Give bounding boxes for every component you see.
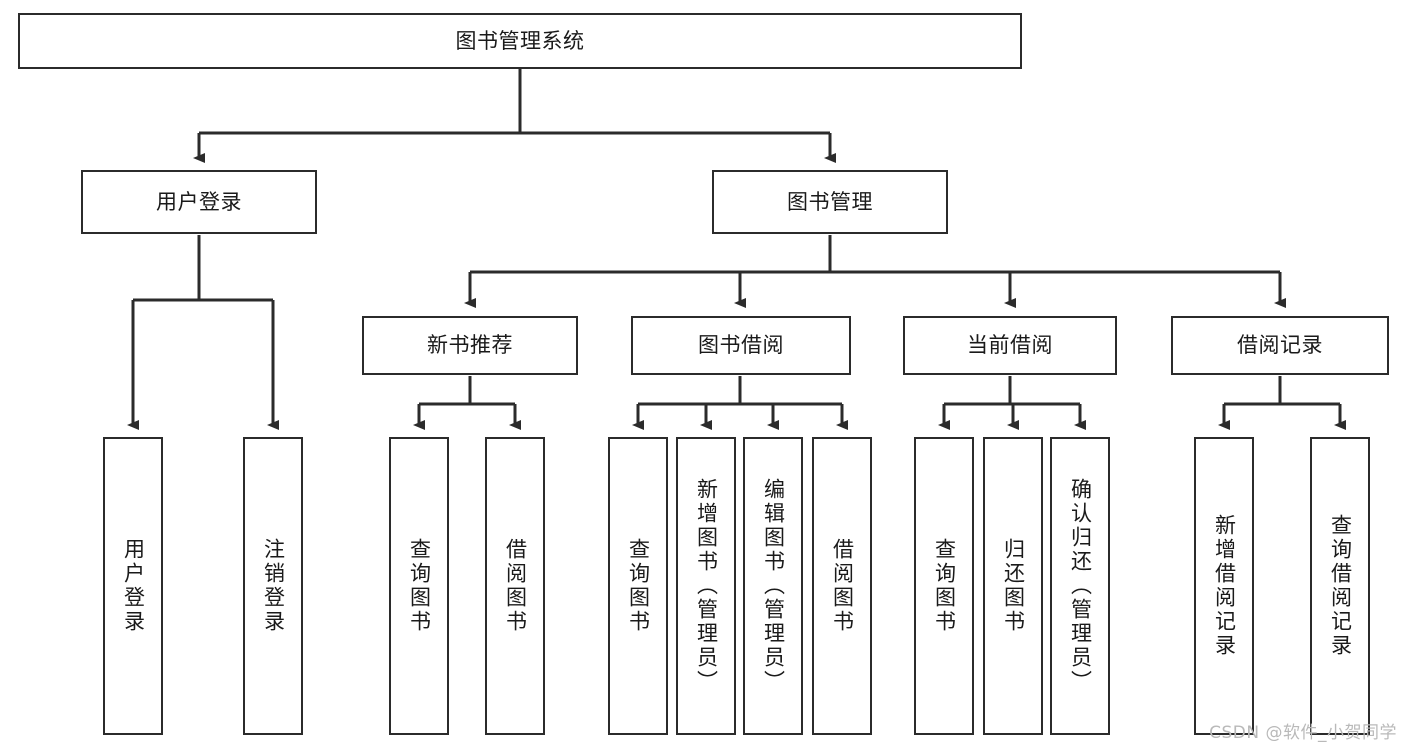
leaf-user-login-logout[interactable]: 注销登录 [243, 437, 303, 735]
leaf-record-query-record-label: 查询借阅记录 [1328, 514, 1353, 658]
leaf-record-add-record-label: 新增借阅记录 [1212, 514, 1237, 658]
leaf-current-return-book-label: 归还图书 [1001, 538, 1026, 634]
node-new-book-recommend[interactable]: 新书推荐 [362, 316, 578, 375]
leaf-borrow-query-book[interactable]: 查询图书 [608, 437, 668, 735]
node-borrow-record[interactable]: 借阅记录 [1171, 316, 1389, 375]
leaf-user-login-login[interactable]: 用户登录 [103, 437, 163, 735]
leaf-record-query-record[interactable]: 查询借阅记录 [1310, 437, 1370, 735]
node-root[interactable]: 图书管理系统 [18, 13, 1022, 69]
node-book-management-label: 图书管理 [787, 189, 873, 214]
leaf-borrow-borrow-book-label: 借阅图书 [830, 538, 855, 634]
leaf-current-query-book[interactable]: 查询图书 [914, 437, 974, 735]
leaf-borrow-borrow-book[interactable]: 借阅图书 [812, 437, 872, 735]
leaf-user-login-login-label: 用户登录 [121, 538, 146, 634]
node-user-login[interactable]: 用户登录 [81, 170, 317, 234]
node-borrow-record-label: 借阅记录 [1237, 333, 1323, 358]
node-current-borrow-label: 当前借阅 [967, 333, 1053, 358]
node-book-management[interactable]: 图书管理 [712, 170, 948, 234]
leaf-borrow-edit-book[interactable]: 编辑图书（管理员） [743, 437, 803, 735]
leaf-recommend-query-book[interactable]: 查询图书 [389, 437, 449, 735]
leaf-user-login-logout-label: 注销登录 [261, 538, 286, 634]
leaf-current-confirm-return[interactable]: 确认归还（管理员） [1050, 437, 1110, 735]
node-new-book-recommend-label: 新书推荐 [427, 333, 513, 358]
leaf-current-query-book-label: 查询图书 [932, 538, 957, 634]
node-book-borrow[interactable]: 图书借阅 [631, 316, 851, 375]
leaf-current-return-book[interactable]: 归还图书 [983, 437, 1043, 735]
node-current-borrow[interactable]: 当前借阅 [903, 316, 1117, 375]
node-user-login-label: 用户登录 [156, 189, 242, 214]
node-root-label: 图书管理系统 [455, 28, 585, 53]
leaf-recommend-borrow-book-label: 借阅图书 [503, 538, 528, 634]
leaf-recommend-query-book-label: 查询图书 [407, 538, 432, 634]
leaf-record-add-record[interactable]: 新增借阅记录 [1194, 437, 1254, 735]
leaf-current-confirm-return-label: 确认归还（管理员） [1068, 478, 1093, 694]
leaf-borrow-add-book[interactable]: 新增图书（管理员） [676, 437, 736, 735]
leaf-borrow-add-book-label: 新增图书（管理员） [694, 478, 719, 694]
watermark-text: CSDN @软件_小贺同学 [1209, 723, 1397, 743]
node-book-borrow-label: 图书借阅 [698, 333, 784, 358]
leaf-borrow-query-book-label: 查询图书 [626, 538, 651, 634]
leaf-borrow-edit-book-label: 编辑图书（管理员） [761, 478, 786, 694]
leaf-recommend-borrow-book[interactable]: 借阅图书 [485, 437, 545, 735]
